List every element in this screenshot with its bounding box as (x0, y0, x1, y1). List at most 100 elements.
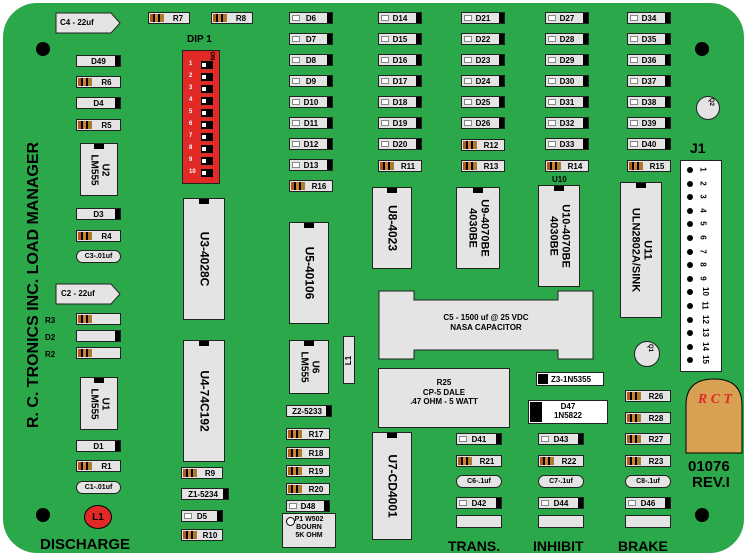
resistor-r16: R16 (289, 180, 333, 192)
trans-label: TRANS. (448, 538, 501, 554)
diode-d46: D46 (625, 497, 671, 509)
resistor-r26: R26 (625, 390, 671, 402)
pad-inhibit (538, 515, 584, 528)
capacitor-c4 (55, 12, 121, 34)
resistor-r11: R11 (378, 160, 422, 172)
j1-pin (687, 262, 693, 269)
j1-pin (687, 303, 693, 309)
dip-number: 10 (189, 169, 196, 175)
dip-number: 8 (189, 145, 193, 151)
diode-d24: D24 (461, 75, 505, 87)
u7-label: U7-CD4001 (385, 454, 400, 518)
dip-toggle (201, 133, 213, 141)
diode-d3: D3 (76, 208, 121, 220)
j1-pin (687, 275, 693, 282)
diode-d9: D9 (289, 75, 333, 87)
diode-d39: D39 (627, 117, 671, 129)
j1-pin (687, 167, 693, 173)
diode-d41: D41 (456, 433, 502, 445)
diode-d14: D14 (378, 12, 422, 24)
diode-d25: D25 (461, 96, 505, 108)
j1-pin-number: 7 (698, 248, 708, 254)
dip-number: 3 (189, 85, 193, 91)
dip-number: 4 (189, 97, 193, 103)
j1-pin-number: 4 (698, 208, 708, 213)
diode-d31: D31 (545, 96, 589, 108)
diode-d26: D26 (461, 117, 505, 129)
dip-toggle (201, 145, 213, 153)
resistor-r13: R13 (461, 160, 505, 172)
j1-pin-number: 2 (698, 180, 708, 186)
u3-label: U3-4028C (197, 231, 212, 287)
diode-d23: D23 (461, 54, 505, 66)
j1-pin (687, 221, 693, 228)
diode-d38: D38 (627, 96, 671, 108)
revision: REV.I (692, 474, 730, 491)
capacitor-c8: C8-.1uf (625, 475, 671, 488)
j1-pin-number: 13 (700, 328, 710, 338)
diode-d43: D43 (538, 433, 584, 445)
capacitor-c3: C3-.01uf (76, 250, 121, 263)
r2-label: R2 (45, 350, 56, 359)
ic-u9: U9-4070BE 4030BE (456, 187, 500, 269)
board-side-title: R. C. TRONICS INC. LOAD MANAGER (25, 141, 42, 429)
diode-d30: D30 (545, 75, 589, 87)
diode-d32: D32 (545, 117, 589, 129)
j1-pin (687, 180, 693, 187)
ic-u11: U11 ULN2802A/SINK (620, 182, 662, 318)
mounting-hole (36, 508, 50, 522)
j1-pin-number: 9 (698, 276, 708, 281)
j1-pin (687, 316, 693, 323)
l1-badge: L1 (84, 505, 112, 529)
mounting-hole (695, 508, 709, 522)
dip-number: 1 (189, 61, 193, 67)
u1-label: U1 LM555 (89, 387, 111, 420)
ic-u4: U4-74C192 (183, 340, 225, 462)
transistor-q1: Q1 (634, 341, 660, 367)
pad-trans (456, 515, 502, 528)
resistor-r20: R20 (286, 483, 330, 495)
ic-u1: U1 LM555 (80, 377, 118, 430)
ic-u8: U8-4023 (372, 187, 412, 269)
u9-label: U9-4070BE 4030BE (467, 199, 491, 257)
dip-toggle (201, 85, 213, 93)
diode-d47: D47 1N5822 (528, 400, 608, 424)
diode-d48: D48 (286, 500, 330, 512)
resistor-r5: R5 (76, 119, 121, 131)
diode-d29: D29 (545, 54, 589, 66)
rct-logo-text: R C T (697, 392, 733, 407)
dip-toggle (201, 169, 213, 177)
diode-d33: D33 (545, 138, 589, 150)
potentiometer-p1: P1 W502 BOURN 5K OHM (282, 513, 336, 548)
diode-d13: D13 (289, 159, 333, 171)
resistor-r8: R8 (211, 12, 253, 24)
c2-label: C2 - 22uf (61, 289, 95, 298)
diode-d34: D34 (627, 12, 671, 24)
resistor-r6: R6 (76, 76, 121, 88)
j1-pin (687, 207, 693, 214)
diode-d19: D19 (378, 117, 422, 129)
dip-number: 5 (189, 109, 193, 115)
mounting-hole (36, 42, 50, 56)
zener-z1: Z1-5234 (181, 488, 229, 500)
j1-pin-number: 8 (698, 262, 708, 267)
dip-toggle (201, 73, 213, 81)
dip-toggle (201, 121, 213, 129)
diode-d8: D8 (289, 54, 333, 66)
dip-toggle (201, 109, 213, 117)
j1-pin-number: 12 (700, 314, 710, 324)
resistor-r3 (76, 313, 121, 325)
dip-label: DIP 1 (187, 34, 212, 45)
resistor-r22: R22 (538, 455, 584, 467)
rct-logo (685, 378, 743, 454)
j1-pin (687, 357, 693, 364)
u5-label: U5-40106 (302, 246, 317, 300)
capacitor-c2 (55, 283, 121, 305)
resistor-r27: R27 (625, 433, 671, 445)
j1-pin (687, 248, 693, 255)
c5-label: C5 - 1500 uf @ 25 VDC NASA CAPACITOR (443, 313, 529, 332)
j1-pin (687, 343, 693, 350)
